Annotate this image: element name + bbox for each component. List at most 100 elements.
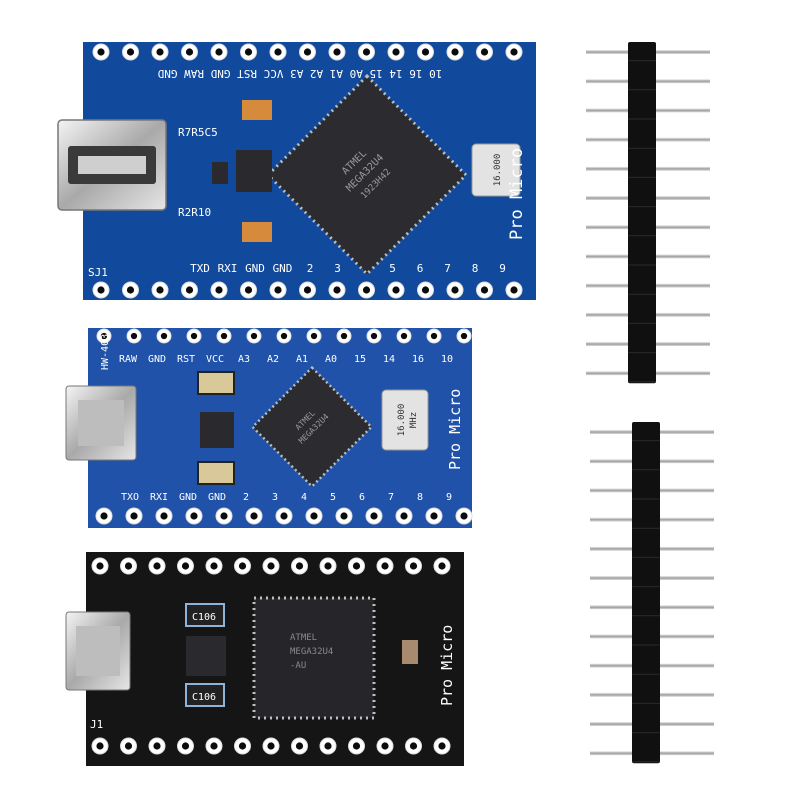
pad-2-top-hole [340,332,348,340]
regulator-2 [200,412,234,448]
pin-label-1-bottom: 8 [472,262,479,275]
microcontroller-chip-2: ATMEL MEGA32U4 [250,365,374,489]
crystal-label-1: 16.000 [493,154,503,187]
pad-3-bottom-hole [238,742,247,750]
pad-3-top-hole [267,562,275,570]
pad-1-bottom-hole [97,286,105,294]
chip-suffix-3: -AU [290,661,306,671]
pad-1-bottom-hole [480,286,489,294]
pin-label-1-bottom: 6 [417,262,424,275]
pin-label-2-top: 10 [441,354,453,365]
pin-label-1-bottom: 2 [307,262,314,275]
pad-3-bottom-hole [409,742,418,750]
pad-2-bottom-hole [430,512,438,520]
pad-1-top-hole [510,48,518,56]
pad-3-bottom-hole [324,742,332,750]
pin-label-2-bottom: 5 [330,492,336,503]
pad-1-top-hole [451,48,459,56]
pad-1-top-hole [156,48,164,56]
pad-2-top-hole [190,332,198,340]
pin-header-1 [586,42,710,384]
pad-3-top-hole [210,562,218,570]
pad-3-top-hole [409,562,418,570]
pad-2-bottom-hole [220,512,228,520]
pin-label-2-bottom: 7 [388,492,394,503]
pad-2-bottom-hole [160,512,168,520]
crystal-label-2a: 16.000 [397,404,407,437]
pad-3-bottom-hole [381,742,389,750]
pad-1-bottom-hole [303,286,312,294]
pin-label-1-bottom: 9 [499,262,506,275]
pad-2-top-hole [220,332,228,340]
pad-3-bottom-hole [124,742,133,750]
regulator-3 [186,636,226,676]
pad-2-bottom-hole [100,512,108,520]
pad-2-top-hole [130,332,138,340]
pad-2-top-hole [310,332,318,340]
capacitor-1b [242,222,272,242]
cap-label-3a: C106 [192,612,216,623]
pin-label-1-bottom: 3 [334,262,341,275]
pad-2-bottom-hole [310,512,318,520]
pad-2-top-hole [100,332,108,340]
capacitor-1a [242,100,272,120]
pin-header-2 [590,422,714,764]
pad-3-bottom-hole [295,742,304,750]
pad-2-top-hole [430,332,438,340]
bottom-pin-row-3 [91,737,451,755]
pad-1-bottom-hole [156,286,164,294]
microcontroller-chip-3: ATMEL MEGA32U4 -AU [252,596,376,720]
microcontroller-chip-1: ATMEL MEGA32U4 1923H42 [265,73,469,277]
regulator-1 [236,150,272,192]
pad-3-top-hole [238,562,247,570]
pin-label-2-bottom: RXI [150,492,168,503]
pin-label-2-top: RST [177,354,195,365]
brand-text-3: Pro Micro [438,625,456,706]
pad-1-bottom-hole [185,286,194,294]
header-plastic [632,422,660,764]
pad-3-top-hole [153,562,161,570]
pin-label-2-top: A1 [296,354,308,365]
pad-2-top-hole [250,332,258,340]
pad-2-bottom-hole [460,512,468,520]
pad-1-top-hole [392,48,400,56]
pad-1-bottom-hole [392,286,400,294]
usb-connector-2 [65,385,137,461]
pin-label-1-bottom: 5 [389,262,396,275]
pad-3-top-hole [181,562,190,570]
pin-label-2-bottom: TXO [121,492,139,503]
capacitor-2b [197,461,235,485]
pin-label-2-top: VCC [206,354,224,365]
top-pin-row-3 [91,557,451,575]
pad-1-top-hole [303,48,312,56]
board-3: ATMEL MEGA32U4 -AU C106 C106 Pro Micro J… [65,552,464,766]
pad-1-top-hole [274,48,282,56]
pad-2-top-hole [460,332,468,340]
pin-label-2-bottom: GND [179,492,197,503]
pad-3-top-hole [295,562,304,570]
pin-label-2-top: GND [148,354,166,365]
top-pin-row-1 [92,43,523,61]
pad-1-bottom-hole [510,286,518,294]
pad-1-top-hole [362,48,371,56]
pad-1-bottom-hole [215,286,223,294]
pin-label-2-bottom: 6 [359,492,365,503]
silk-r7r5c5: R7R5C5 [178,126,218,139]
brand-text-2: Pro Micro [446,389,464,470]
diode-1 [212,162,228,184]
pin-label-2-bottom: 4 [301,492,307,503]
pad-1-bottom-hole [274,286,282,294]
usb-connector-3 [65,611,131,691]
pad-1-bottom-hole [333,286,341,294]
pin-label-1-bottom: TXD [190,262,210,275]
crystal-3 [402,640,418,664]
pad-3-bottom-hole [210,742,218,750]
pin-label-1-bottom: RXI [218,262,238,275]
silk-sj1: SJ1 [88,266,108,279]
pin-label-2-top: RAW [119,354,138,365]
pad-3-bottom-hole [96,742,104,750]
pad-3-top-hole [438,562,446,570]
silk-j1: J1 [90,718,103,731]
